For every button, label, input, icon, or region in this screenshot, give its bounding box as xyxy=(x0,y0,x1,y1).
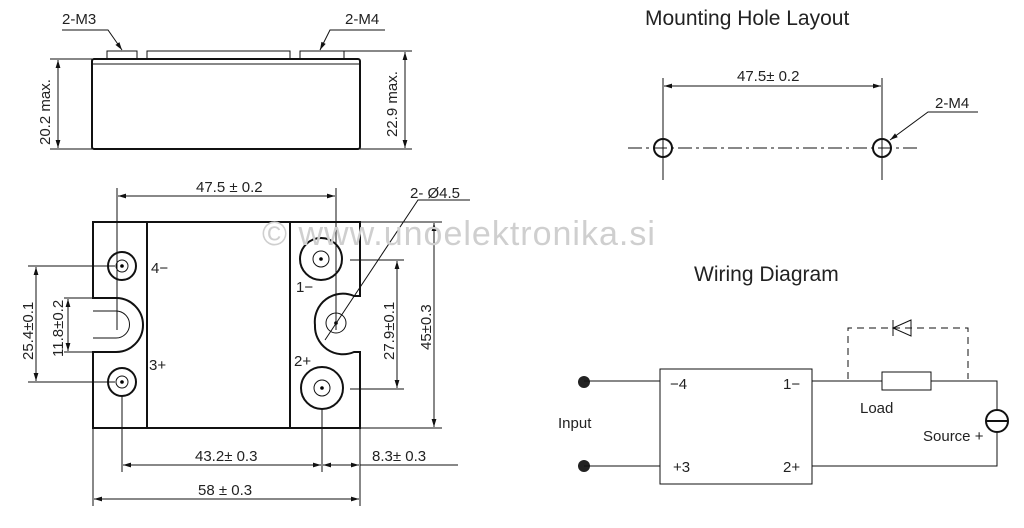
dim-45: 45±0.3 xyxy=(418,304,435,350)
pin-2-plus: 2+ xyxy=(783,459,800,476)
dim-22-9: 22.9 max. xyxy=(384,71,401,137)
pin-minus-4: −4 xyxy=(670,376,687,393)
dim-25-4: 25.4±0.1 xyxy=(20,302,37,360)
terminal-label-4: 4− xyxy=(151,260,168,277)
terminal-label-3: 3+ xyxy=(149,357,166,374)
mounting-pitch: 47.5± 0.2 xyxy=(737,68,799,85)
dim-hole-diameter: 2- Ø4.5 xyxy=(410,185,460,202)
pin-plus-3: +3 xyxy=(673,459,690,476)
dim-58: 58 ± 0.3 xyxy=(198,482,252,499)
dim-8-3: 8.3± 0.3 xyxy=(372,448,426,465)
load-resistor xyxy=(881,371,932,391)
diode-icon xyxy=(891,319,912,337)
terminal-label-1: 1− xyxy=(296,279,313,296)
input-terminal-neg xyxy=(578,376,590,388)
mounting-hole-layout: Mounting Hole Layout 47.5± 0.2 2-M4 xyxy=(628,7,978,180)
top-view: 4− 3+ 1− 2+ 47.5 ± 0.2 2- Ø4.5 45±0.3 27… xyxy=(20,179,470,506)
mounting-hole-label: 2-M4 xyxy=(935,95,969,112)
label-2-m4: 2-M4 xyxy=(345,11,379,28)
wiring-diagram: Wiring Diagram Input −4 +3 1− 2+ Load So… xyxy=(558,263,1009,485)
terminal-screw-2 xyxy=(300,366,344,410)
dim-11-8: 11.8±0.2 xyxy=(50,300,67,357)
dim-hole-pitch: 47.5 ± 0.2 xyxy=(196,179,263,196)
label-2-m3: 2-M3 xyxy=(62,11,96,28)
dim-20-2: 20.2 max. xyxy=(37,79,54,145)
side-view: 2-M3 2-M4 20.2 max. 22.9 max. xyxy=(37,11,412,150)
dim-27-9: 27.9±0.1 xyxy=(381,302,398,360)
dim-43-2: 43.2± 0.3 xyxy=(195,448,257,465)
mounting-title: Mounting Hole Layout xyxy=(645,7,849,30)
input-label: Input xyxy=(558,415,592,432)
pin-1-minus: 1− xyxy=(783,376,800,393)
source-label: Source + xyxy=(923,428,984,445)
terminal-screw-1 xyxy=(299,237,343,281)
watermark: © www.unoelektronika.si xyxy=(262,215,656,253)
load-label: Load xyxy=(860,400,893,417)
terminal-label-2: 2+ xyxy=(294,353,311,370)
wiring-title: Wiring Diagram xyxy=(694,263,839,286)
